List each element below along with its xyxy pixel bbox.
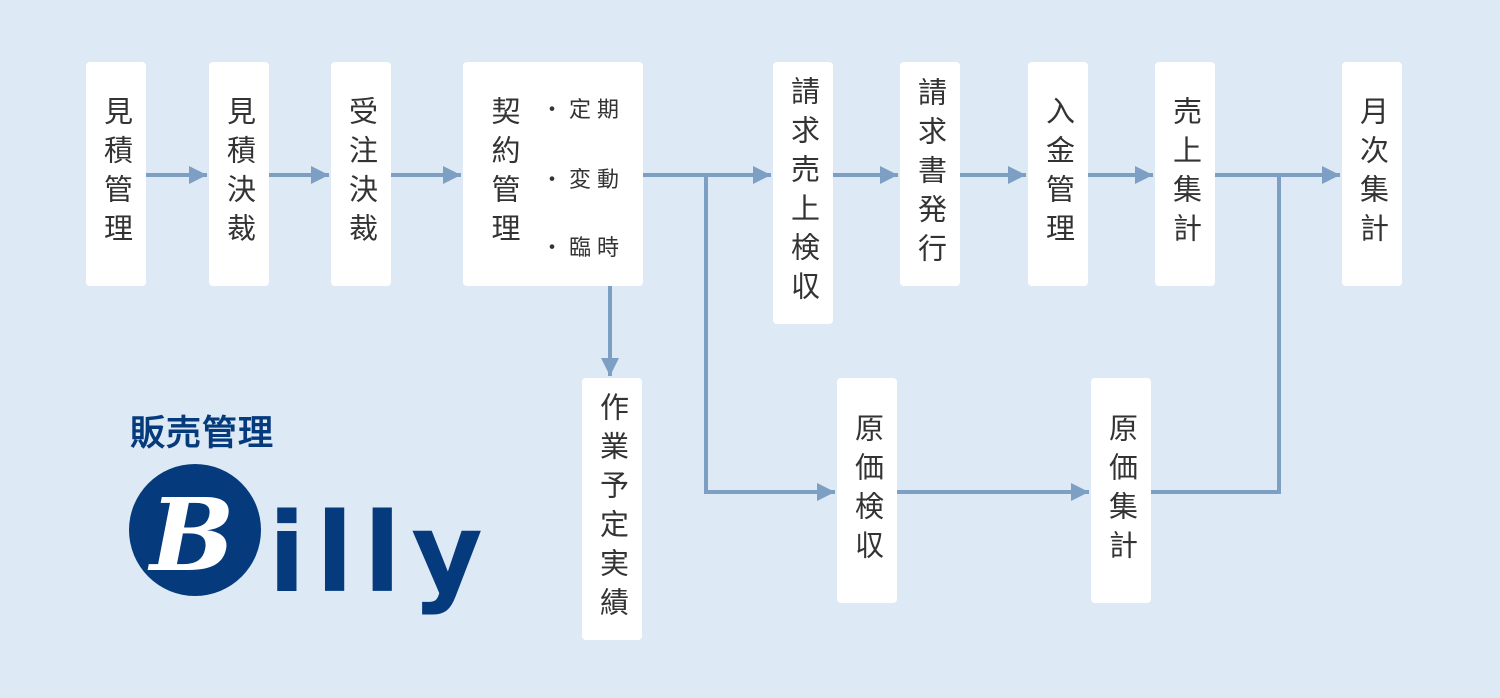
step-label: 入金管理: [1041, 96, 1076, 252]
step-label: 原価集計: [1104, 412, 1139, 569]
logo-wordmark: illy: [268, 489, 493, 617]
step-label: 月次集計: [1355, 96, 1390, 252]
step-payment: 入金管理: [1028, 62, 1088, 286]
step-cost-inspection: 原価検収: [837, 378, 897, 603]
contract-type: ・臨時: [541, 236, 626, 261]
step-label: 契約管理: [487, 96, 521, 252]
step-work-plan: 作業予定実績: [582, 378, 642, 640]
step-label: 作業予定実績: [595, 392, 630, 626]
brand-title: 販売管理: [130, 414, 275, 454]
step-label: 売上集計: [1168, 96, 1203, 252]
step-label: 見積決裁: [222, 96, 257, 252]
step-label: 受注決裁: [344, 96, 379, 252]
step-contract: 契約管理 ・定期 ・変動 ・臨時: [463, 62, 643, 286]
logo-letter: B: [147, 476, 235, 594]
contract-type: ・変動: [541, 168, 626, 193]
step-label: 請求売上検収: [786, 76, 821, 310]
step-order-approval: 受注決裁: [331, 62, 391, 286]
step-estimate: 見積管理: [86, 62, 146, 286]
step-monthly-total: 月次集計: [1342, 62, 1402, 286]
step-estimate-approval: 見積決裁: [209, 62, 269, 286]
arrow: [704, 175, 835, 501]
step-invoice: 請求書発行: [900, 62, 960, 286]
connector: [1151, 175, 1281, 494]
step-billing-inspection: 請求売上検収: [773, 62, 833, 324]
step-label: 請求書発行: [913, 76, 948, 272]
step-cost-total: 原価集計: [1091, 378, 1151, 603]
step-sales-total: 売上集計: [1155, 62, 1215, 286]
contract-type: ・定期: [541, 98, 626, 123]
step-label: 見積管理: [99, 96, 134, 252]
step-label: 原価検収: [850, 412, 885, 569]
